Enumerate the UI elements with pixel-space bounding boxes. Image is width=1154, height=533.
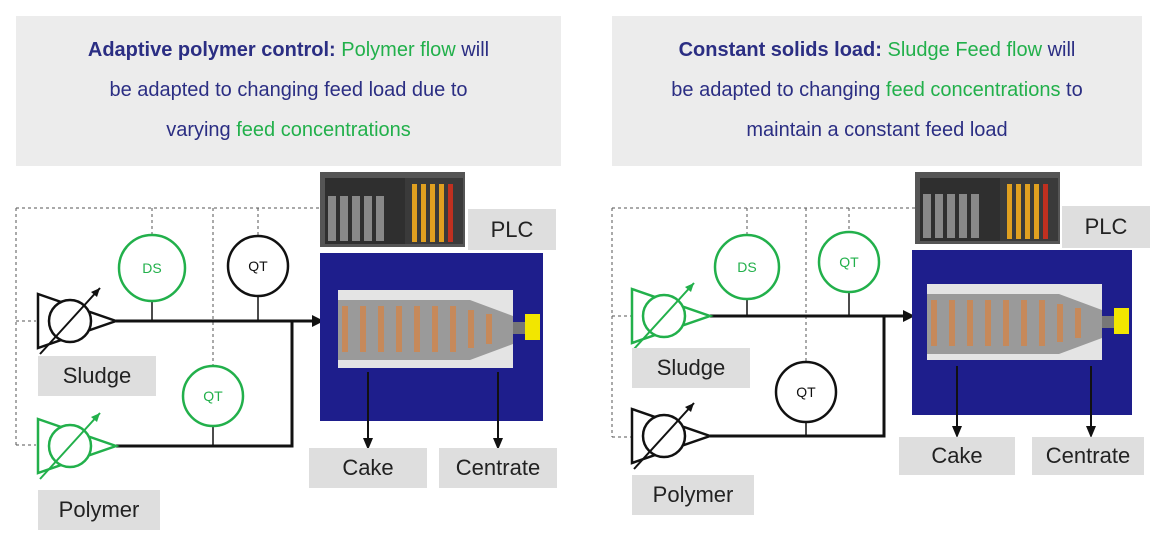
left-qt-bottom-label: QT <box>203 388 223 404</box>
right-plc-label: PLC <box>1062 206 1150 248</box>
left-polymer-label: Polymer <box>38 490 160 530</box>
left-ds-label: DS <box>142 260 161 276</box>
left-schematic: DS QT QT <box>15 172 543 480</box>
left-sludge-pump-icon <box>36 287 120 355</box>
left-header: Adaptive polymer control: Polymer flow w… <box>16 16 561 166</box>
right-ds-label: DS <box>737 259 756 275</box>
right-header-bold: Constant solids load <box>678 39 876 61</box>
left-qt-bottom-sensor-icon <box>181 364 245 428</box>
left-ds-sensor-icon <box>117 233 187 303</box>
right-schematic: DS QT QT <box>611 172 1132 470</box>
right-panel: Constant solids load: Sludge Feed flow w… <box>577 0 1154 533</box>
left-header-bold: Adaptive polymer control <box>87 39 330 61</box>
right-decanter-icon <box>912 250 1132 415</box>
left-qt-top-sensor-icon <box>226 234 290 298</box>
left-plc-label: PLC <box>468 209 556 250</box>
right-sludge-pump-icon <box>630 282 714 350</box>
right-qt-bottom-label: QT <box>796 384 816 400</box>
left-sludge-label: Sludge <box>38 356 156 396</box>
right-ds-sensor-icon <box>713 233 781 301</box>
right-qt-top-label: QT <box>839 254 859 270</box>
right-header: Constant solids load: Sludge Feed flow w… <box>612 16 1142 166</box>
right-polymer-pump-icon <box>630 402 714 470</box>
left-plc-module-icon <box>320 172 465 247</box>
right-cake-label: Cake <box>899 437 1015 475</box>
left-panel: Adaptive polymer control: Polymer flow w… <box>15 16 561 530</box>
right-qt-bottom-sensor-icon <box>774 360 838 424</box>
right-centrate-label: Centrate <box>1032 437 1144 475</box>
left-qt-top-label: QT <box>248 258 268 274</box>
right-sludge-label: Sludge <box>632 348 750 388</box>
left-centrate-label: Centrate <box>439 448 557 488</box>
left-polymer-pump-icon <box>36 412 120 480</box>
left-decanter-icon <box>320 253 543 421</box>
right-plc-module-icon <box>915 172 1060 244</box>
right-qt-top-sensor-icon <box>817 230 881 294</box>
left-cake-label: Cake <box>309 448 427 488</box>
right-polymer-label: Polymer <box>632 475 754 515</box>
